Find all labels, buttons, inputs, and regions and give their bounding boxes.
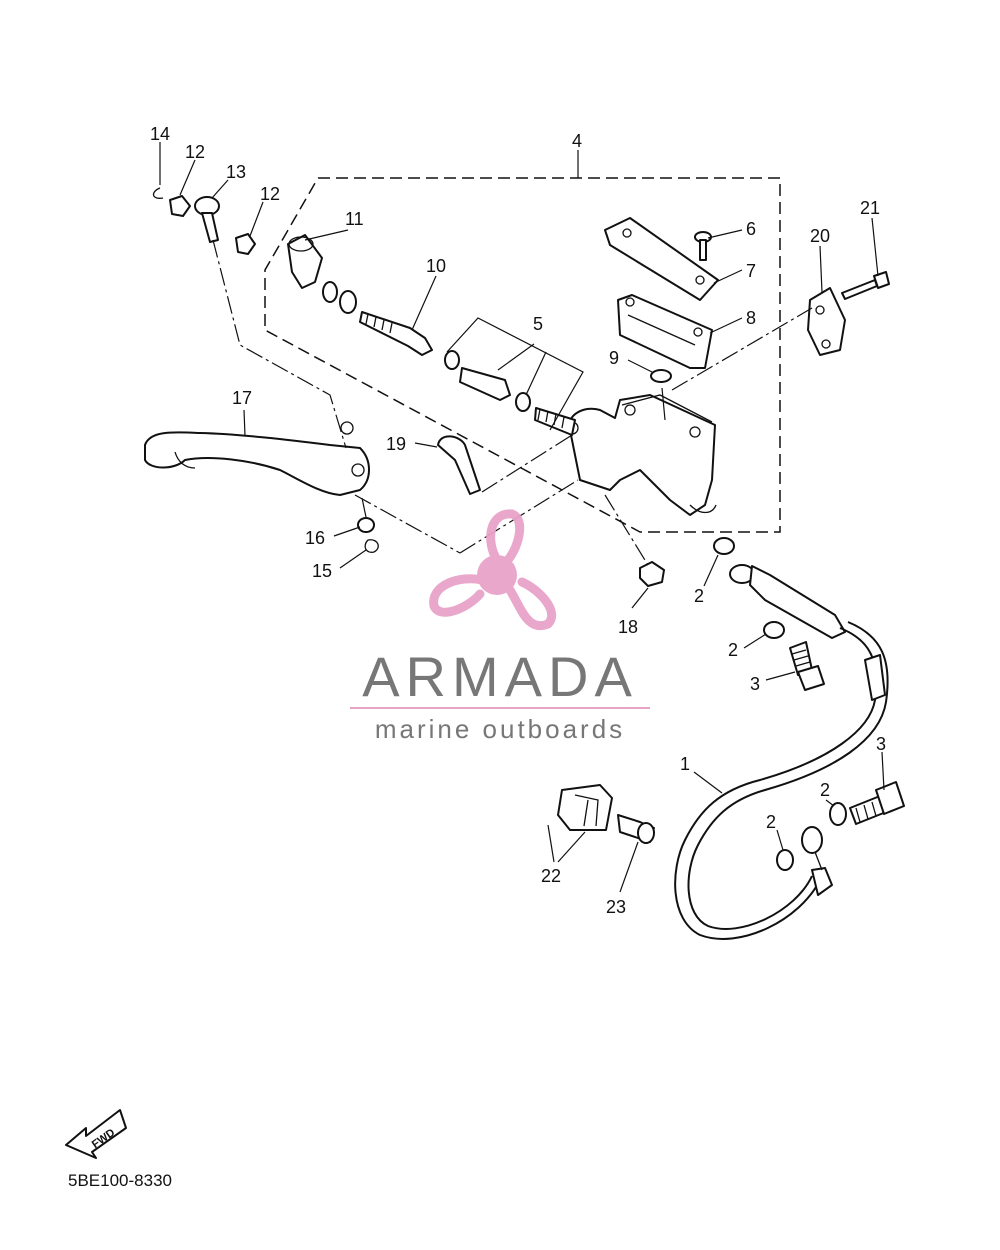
- chain-line-bracket: [671, 307, 813, 391]
- screw-23: [617, 814, 655, 844]
- callout-9: 9: [609, 348, 619, 368]
- callout-20: 20: [810, 226, 830, 246]
- brake-hose-1: [674, 564, 889, 940]
- leader-cap: [661, 387, 666, 421]
- callout-13: 13: [226, 162, 246, 182]
- callout-15: 15: [312, 561, 332, 581]
- pivot-bolt-13: [194, 196, 220, 243]
- callout-5: 5: [533, 314, 543, 334]
- callout-7: 7: [746, 261, 756, 281]
- pin-19: [437, 435, 481, 495]
- nut-12a: [169, 195, 191, 217]
- callout-12-left: 12: [185, 142, 205, 162]
- callout-11: 11: [345, 209, 364, 229]
- callout-6: 6: [746, 219, 756, 239]
- watermark-brand: ARMADA: [362, 645, 638, 708]
- callout-18: 18: [618, 617, 638, 637]
- bracket-20: [807, 287, 846, 356]
- chain-line-pivot: [212, 239, 347, 449]
- callout-2-lower: 2: [766, 812, 776, 832]
- callout-23: 23: [606, 897, 626, 917]
- collar-15: [364, 539, 379, 553]
- callout-2-mid: 2: [728, 640, 738, 660]
- callout-14: 14: [150, 124, 170, 144]
- push-rod-10: [359, 311, 433, 356]
- diagram-code: 5BE100-8330: [68, 1171, 172, 1190]
- screw-6: [694, 231, 712, 261]
- callout-8: 8: [746, 308, 756, 328]
- callout-21: 21: [860, 198, 880, 218]
- clip-14: [152, 187, 164, 199]
- nut-18: [639, 561, 665, 587]
- union-bolt-3a: [789, 641, 825, 691]
- boot-11: [287, 234, 323, 289]
- washer-11a: [322, 281, 338, 303]
- piston-kit-5: [444, 317, 584, 436]
- chain-line-lever-cylinder: [354, 494, 461, 554]
- lever-17: [144, 421, 370, 496]
- callout-3-left: 3: [750, 674, 760, 694]
- callout-2-right: 2: [820, 780, 830, 800]
- callout-22: 22: [541, 866, 561, 886]
- washer-2-top: [713, 537, 735, 555]
- washer-2-lower: [776, 849, 794, 871]
- callout-4: 4: [572, 131, 582, 151]
- callout-10: 10: [426, 256, 446, 276]
- callout-17: 17: [232, 388, 252, 408]
- reservoir-cap-7: [604, 217, 719, 301]
- leader-16: [361, 497, 367, 518]
- nut-12b: [235, 233, 256, 255]
- master-cylinder-body: [565, 394, 717, 516]
- bolt-21: [841, 271, 890, 300]
- chain-line-pin: [481, 434, 573, 493]
- callout-19: 19: [386, 434, 406, 454]
- plate-9: [650, 369, 672, 383]
- chain-line-nut18: [604, 494, 649, 566]
- callout-2-top: 2: [694, 586, 704, 606]
- watermark-tagline: marine outboards: [375, 714, 625, 744]
- assembly-boundary-4: [264, 177, 781, 533]
- diaphragm-8: [617, 294, 713, 369]
- washer-16: [357, 517, 375, 533]
- callout-1: 1: [680, 754, 690, 774]
- washer-11b: [339, 290, 357, 314]
- union-bolt-3b: [849, 781, 905, 825]
- callout-3-right: 3: [876, 734, 886, 754]
- washer-2-right: [829, 802, 847, 826]
- armada-propeller-logo: [429, 509, 557, 631]
- switch-22: [557, 784, 613, 831]
- callout-16: 16: [305, 528, 325, 548]
- callout-12-right: 12: [260, 184, 280, 204]
- fwd-arrow-icon: FWD: [65, 1109, 127, 1159]
- washer-2-mid: [763, 621, 785, 639]
